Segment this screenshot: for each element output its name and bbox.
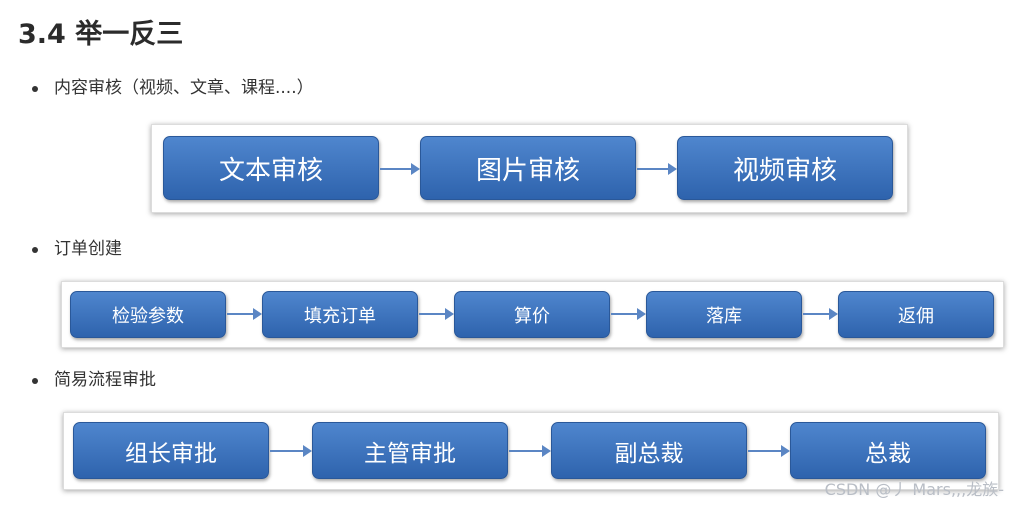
flow-step-price-calc: 算价 (454, 291, 610, 338)
flow-step-fill-order: 填充订单 (262, 291, 418, 338)
bullet-content-review: 内容审核（视频、文章、课程....） (32, 78, 314, 98)
bullet-approval-flow: 简易流程审批 (32, 370, 156, 390)
flow-arrow-icon (227, 308, 262, 320)
flow-arrow-icon (611, 308, 646, 320)
flow-step-video-review: 视频审核 (677, 136, 893, 200)
flow-arrow-icon (380, 163, 420, 175)
bullet-dot-icon (32, 378, 38, 384)
bullet-label: 内容审核（视频、文章、课程....） (54, 78, 314, 98)
flowchart-approval-flow: 组长审批 主管审批 副总裁 总裁 (63, 412, 999, 490)
bullet-dot-icon (32, 247, 38, 253)
watermark: CSDN @丿 Mars,,,龙族- (824, 480, 1004, 499)
flowchart-order-create: 检验参数 填充订单 算价 落库 返佣 (61, 281, 1004, 348)
flow-step-team-lead: 组长审批 (73, 422, 269, 479)
flowchart-content-review: 文本审核 图片审核 视频审核 (151, 124, 908, 213)
flow-arrow-icon (509, 445, 551, 457)
bullet-label: 订单创建 (54, 239, 122, 259)
flow-arrow-icon (419, 308, 454, 320)
flow-arrow-icon (637, 163, 677, 175)
flow-arrow-icon (748, 445, 790, 457)
flow-step-president: 总裁 (790, 422, 986, 479)
flow-step-validate-params: 检验参数 (70, 291, 226, 338)
flow-step-rebate: 返佣 (838, 291, 994, 338)
flow-step-persist: 落库 (646, 291, 802, 338)
flow-step-image-review: 图片审核 (420, 136, 636, 200)
bullet-dot-icon (32, 86, 38, 92)
flow-step-manager: 主管审批 (312, 422, 508, 479)
flow-step-text-review: 文本审核 (163, 136, 379, 200)
bullet-order-create: 订单创建 (32, 239, 122, 259)
flow-step-vice-president: 副总裁 (551, 422, 747, 479)
bullet-label: 简易流程审批 (54, 370, 156, 390)
flow-arrow-icon (803, 308, 838, 320)
flow-arrow-icon (270, 445, 312, 457)
section-heading: 3.4 举一反三 (18, 19, 184, 50)
